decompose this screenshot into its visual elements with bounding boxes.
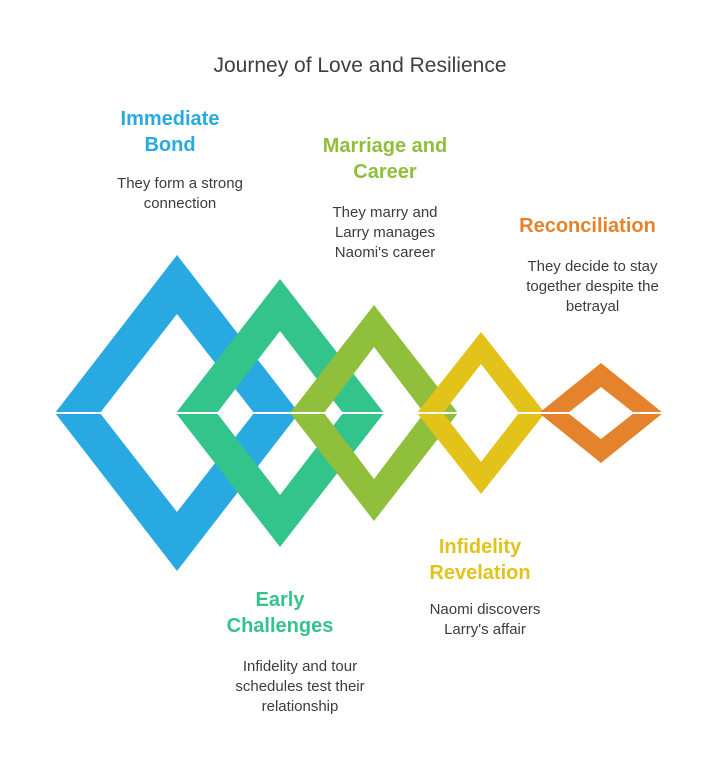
diamond-reconciliation	[539, 363, 663, 463]
description-early-challenges: Infidelity and tour schedules test their…	[235, 658, 365, 715]
description-immediate-bond: They form a strong connection	[117, 175, 243, 212]
heading-immediate-bond: Immediate Bond	[120, 108, 220, 156]
diagram-title: Journey of Love and Resilience	[213, 54, 507, 77]
diamond-early-challenges	[176, 279, 384, 547]
heading-reconciliation: Reconciliation	[519, 215, 656, 237]
description-infidelity-revelation: Naomi discovers Larry's affair	[429, 601, 541, 638]
description-marriage-career: They marry and Larry manages Naomi's car…	[332, 204, 438, 261]
heading-marriage-career: Marriage and Career	[322, 135, 448, 183]
diamond-marriage-career	[290, 305, 458, 521]
heading-infidelity-revelation: Infidelity Revelation	[429, 536, 531, 584]
heading-early-challenges: Early Challenges	[226, 589, 334, 637]
description-reconciliation: They decide to stay together despite the…	[526, 258, 659, 315]
diamond-infidelity-revelation	[417, 332, 545, 494]
